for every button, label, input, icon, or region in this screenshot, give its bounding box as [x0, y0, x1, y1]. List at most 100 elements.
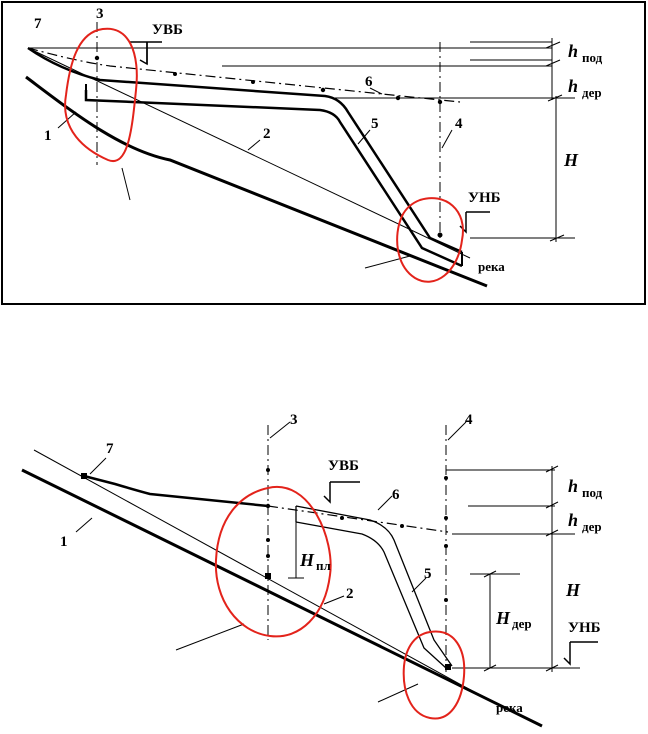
- bottom-channel-upstream: [83, 474, 269, 508]
- top-dot: [251, 80, 255, 84]
- top-dot: [395, 95, 401, 101]
- bottom-label-Hpl-sub: пл: [316, 558, 331, 573]
- bottom-dot: [444, 476, 448, 480]
- bottom-point-7: [81, 473, 87, 479]
- top-label-h-pod-sub: под: [582, 50, 603, 65]
- bottom-leader-1: [75, 517, 93, 533]
- top-label-h-der: h: [568, 76, 578, 96]
- top-unb-symbol: [459, 211, 490, 234]
- top-dot: [94, 55, 100, 61]
- bottom-dot: [265, 503, 271, 509]
- bottom-dot: [266, 468, 270, 472]
- bottom-label-5: 5: [424, 566, 432, 582]
- top-leader-5: [357, 129, 371, 145]
- bottom-leader-7: [89, 457, 107, 475]
- bottom-unb-symbol: [563, 641, 598, 666]
- bottom-label-Hder: H: [495, 608, 511, 628]
- bottom-dot: [444, 598, 448, 602]
- bottom-leader-pointer-a: [175, 623, 245, 651]
- top-label-7: 7: [34, 16, 42, 32]
- bottom-highlight-loop-right: [402, 630, 466, 720]
- bottom-dot: [266, 554, 270, 558]
- top-dot: [320, 87, 326, 93]
- top-water-line-6: [27, 47, 461, 103]
- top-leader-2: [247, 139, 261, 151]
- bottom-point-unb: [445, 664, 451, 670]
- top-dim-tick: [545, 41, 561, 49]
- top-leader-6: [369, 87, 383, 95]
- top-label-1: 1: [44, 128, 52, 144]
- bottom-dot: [400, 524, 404, 528]
- bottom-leader-4: [447, 421, 467, 441]
- bottom-label-uvb: УВБ: [328, 458, 359, 474]
- bottom-label-h-pod-sub: под: [582, 485, 603, 500]
- bottom-highlight-loop-left: [214, 485, 332, 638]
- top-label-river: река: [478, 259, 505, 274]
- top-label-unb: УНБ: [468, 190, 501, 206]
- bottom-dim-tick: [545, 465, 559, 473]
- bottom-label-Hder-sub: дер: [512, 616, 532, 631]
- bottom-label-7: 7: [106, 441, 114, 457]
- bottom-dim-tick: [545, 501, 559, 509]
- top-label-3: 3: [96, 6, 104, 22]
- bottom-leader-2: [323, 595, 345, 605]
- top-channel-5-lower: [84, 90, 463, 268]
- top-label-4: 4: [455, 116, 463, 132]
- top-label-6: 6: [365, 74, 373, 90]
- bottom-water-line-6: [267, 505, 449, 533]
- bottom-dot: [444, 544, 448, 548]
- bottom-leader-5: [411, 577, 427, 593]
- bottom-dot: [444, 516, 448, 520]
- top-dim-tick: [547, 94, 563, 102]
- top-dot: [173, 72, 177, 76]
- bottom-leader-pointer-b: [377, 683, 419, 703]
- bottom-channel-5-lower: [295, 521, 447, 669]
- top-label-h-der-sub: дер: [582, 85, 602, 100]
- bottom-dim-tick: [545, 529, 559, 537]
- bottom-label-Hpl: H: [299, 550, 315, 570]
- top-highlight-loop-left: [64, 27, 138, 163]
- diagram-panel-top: [1, 1, 646, 305]
- top-label-h-pod: h: [568, 41, 578, 61]
- bottom-uvb-symbol: [323, 481, 360, 504]
- bottom-label-h-der-sub: дер: [582, 519, 602, 534]
- bottom-label-2: 2: [346, 586, 354, 602]
- top-dot: [437, 99, 443, 105]
- bottom-hder-tick: [483, 664, 497, 672]
- top-label-5: 5: [371, 116, 379, 132]
- top-line-2: [27, 47, 471, 259]
- top-leader-pointer-a: [121, 167, 131, 201]
- bottom-dot: [266, 538, 270, 542]
- bottom-label-h-pod: h: [568, 476, 578, 496]
- top-highlight-loop-right: [396, 197, 464, 283]
- bottom-dot: [340, 516, 344, 520]
- top-label-2: 2: [263, 126, 271, 142]
- bottom-label-6: 6: [392, 487, 400, 503]
- top-label-H: H: [563, 150, 579, 170]
- top-terrain-line: [25, 75, 488, 288]
- bottom-dim-tick: [545, 664, 559, 672]
- bottom-label-river: река: [496, 700, 523, 715]
- top-channel-5-upper: [27, 46, 463, 254]
- top-dot: [437, 232, 443, 238]
- bottom-leader-6: [377, 495, 393, 511]
- bottom-diagram: 7 3 4 УВБ 6 1 5 2 УНБ река H пл H дер h …: [21, 412, 603, 728]
- top-leader-4: [441, 129, 453, 149]
- bottom-leader-3: [269, 421, 291, 439]
- top-dim-tick: [549, 234, 565, 242]
- bottom-point-der: [265, 573, 271, 579]
- bottom-label-h-der: h: [568, 510, 578, 530]
- bottom-label-unb: УНБ: [568, 620, 601, 636]
- top-diagram: 7 3 УВБ 6 1 2 5 4 УНБ река h под h дер H: [25, 6, 603, 288]
- bottom-label-H: H: [565, 580, 581, 600]
- top-leader-pointer-b: [364, 255, 411, 269]
- bottom-label-1: 1: [60, 534, 68, 550]
- bottom-terrain-line: [21, 468, 543, 728]
- top-dim-tick: [545, 59, 561, 67]
- bottom-label-3: 3: [290, 412, 298, 428]
- bottom-label-4: 4: [465, 412, 473, 428]
- bottom-hder-tick: [483, 570, 497, 578]
- bottom-channel-5-upper: [295, 505, 453, 667]
- top-label-uvb: УВБ: [152, 22, 183, 38]
